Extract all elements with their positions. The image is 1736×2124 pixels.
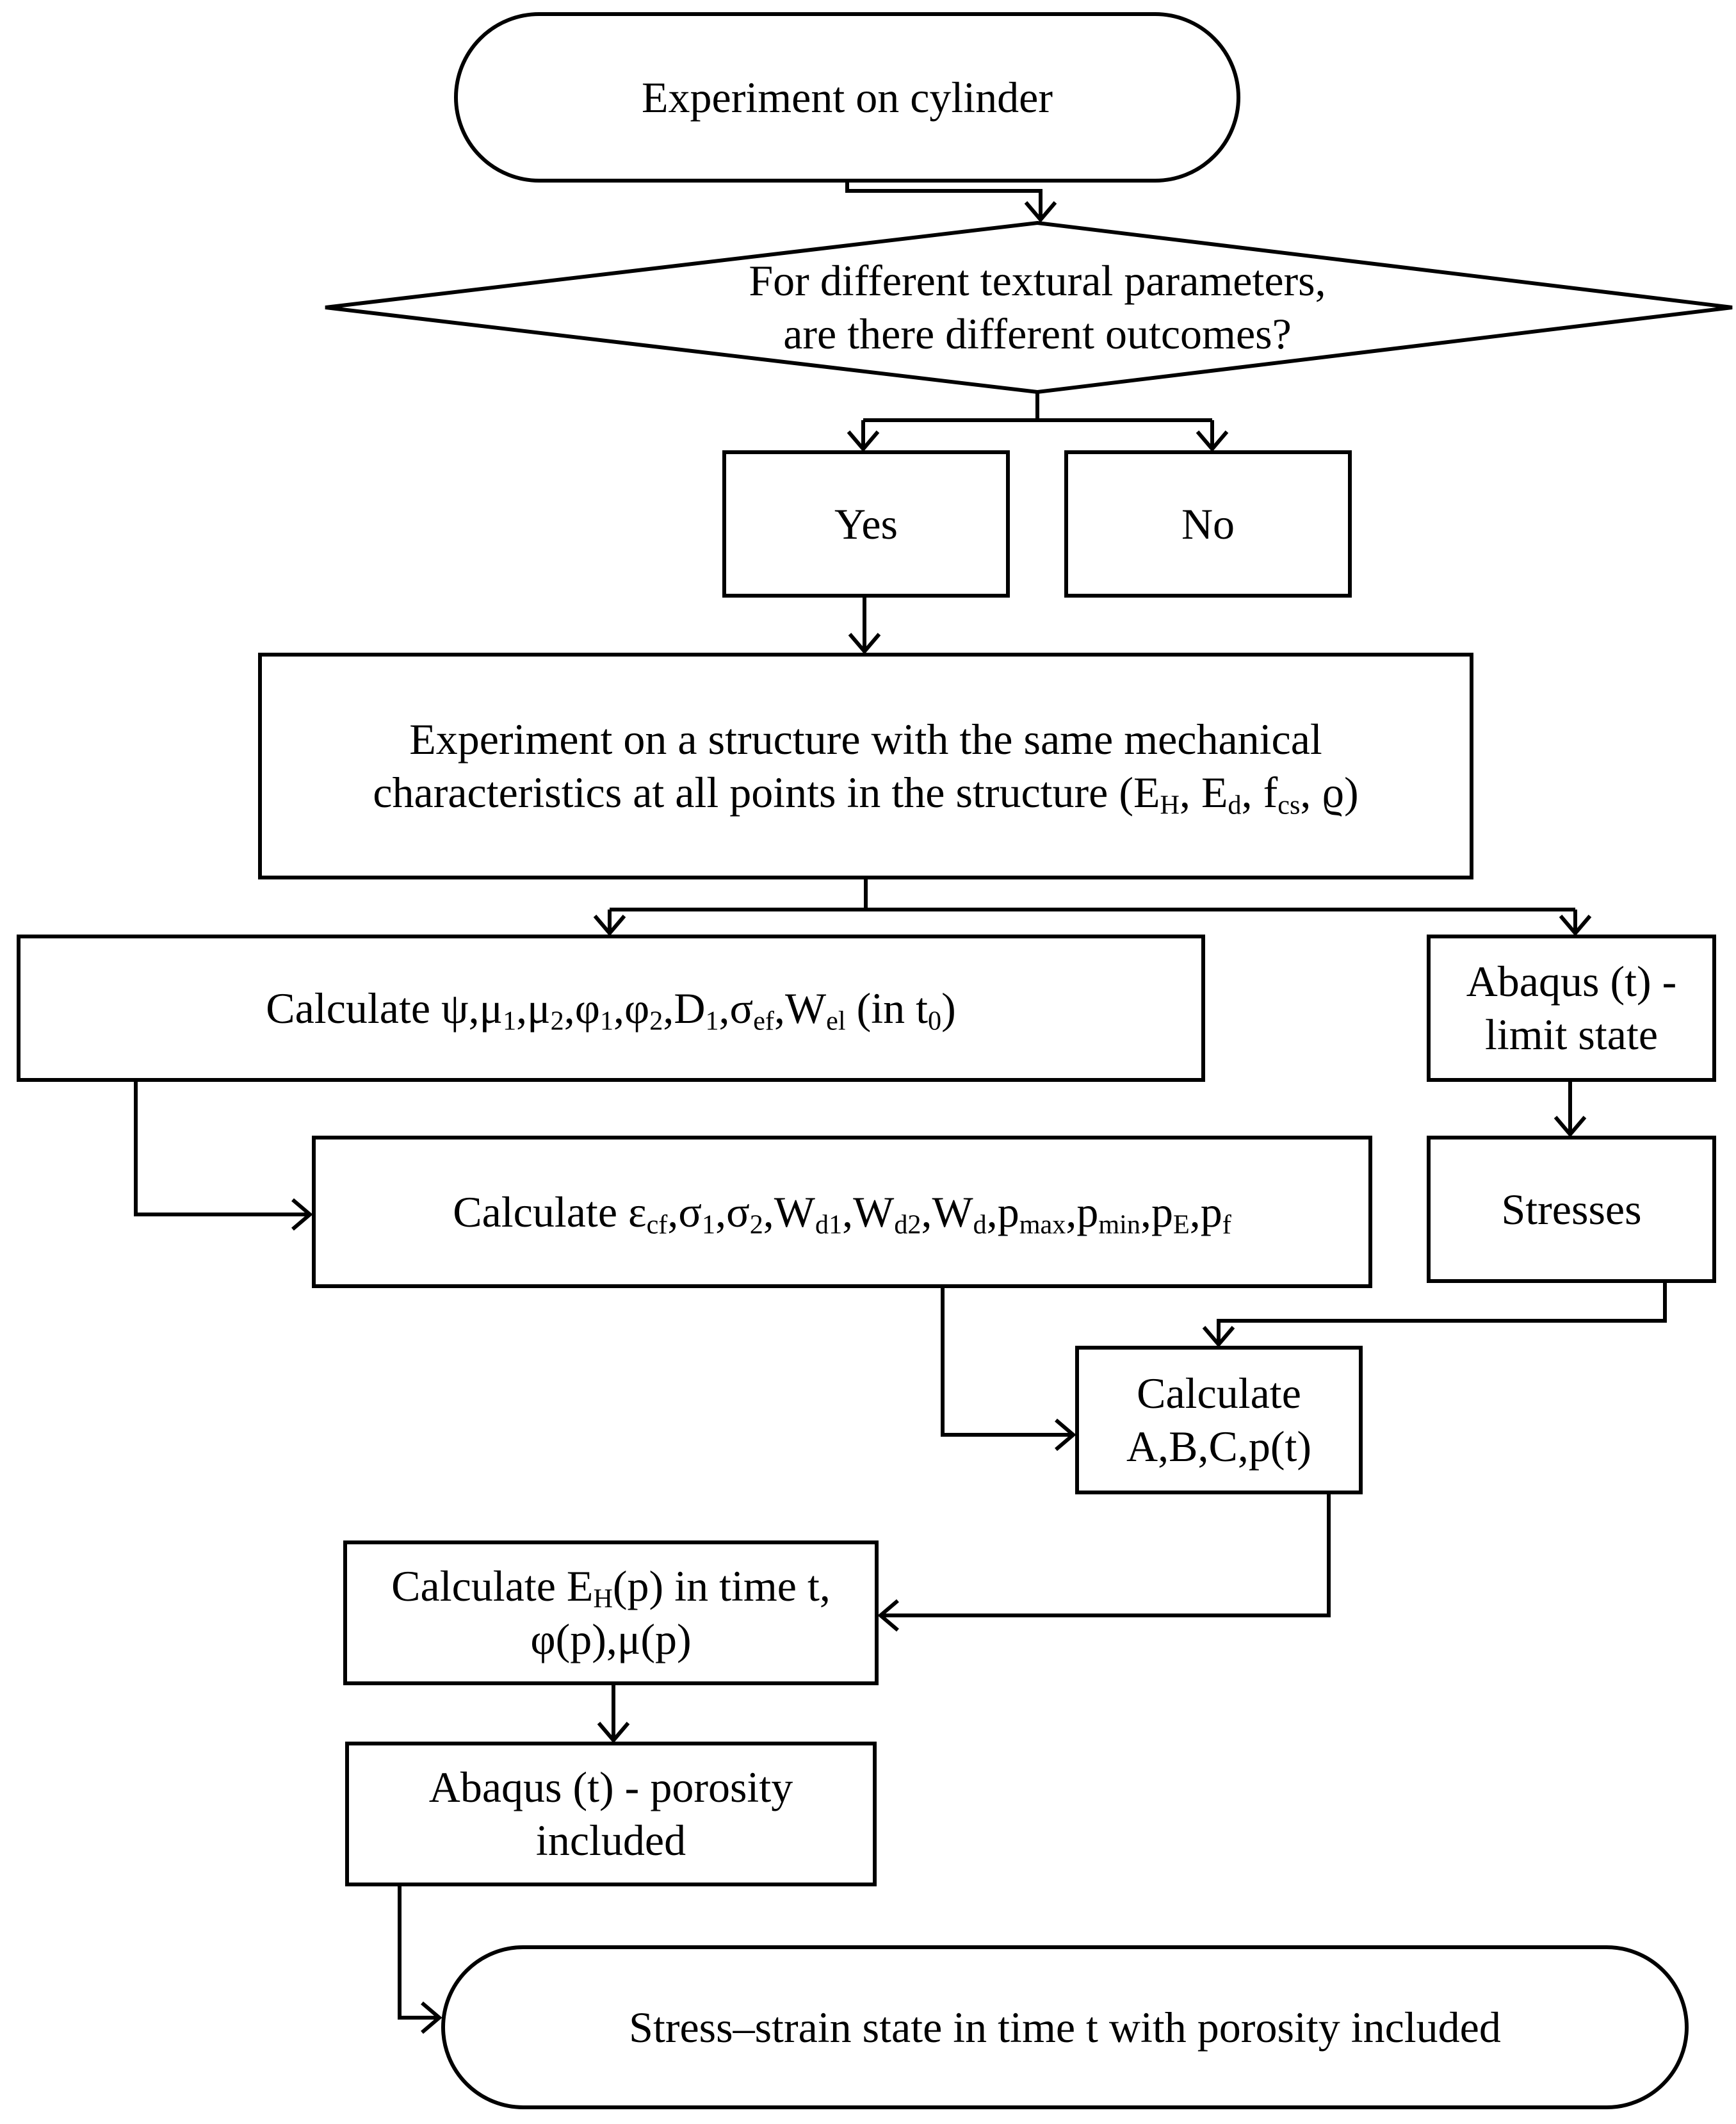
calc-abc-box-shape xyxy=(1075,1346,1363,1494)
arrowhead-abaqus-porosity-to-end xyxy=(421,2001,442,2034)
calc-eh-box-shape xyxy=(343,1540,879,1685)
structure-box: Experiment on a structure with the same … xyxy=(260,655,1472,878)
end-terminal-shape xyxy=(441,1945,1689,2109)
stresses-box-shape xyxy=(1427,1136,1716,1283)
decision-label-line1: For different textural parameters, xyxy=(749,256,1326,306)
yes-label: Yes xyxy=(834,499,898,548)
stresses-label: Stresses xyxy=(1501,1184,1642,1234)
calc-psi-label: Calculate ψ,μ1,μ2,φ1,φ2,D1,σef,Wel (in t… xyxy=(266,983,956,1036)
arrowhead-structure-to-calc-psi xyxy=(593,915,626,936)
abaqus-porosity-box-shape xyxy=(345,1742,877,1886)
start-label: Experiment on cylinder xyxy=(641,72,1053,122)
calc-eps-box: Calculate εcf,σ1,σ2,Wd1,Wd2,Wd,pmax,pmin… xyxy=(314,1138,1370,1286)
arrowhead-calc-psi-to-calc-eps xyxy=(291,1198,313,1231)
edge-calc-psi-to-calc-eps xyxy=(134,1080,310,1216)
end-terminal: Stress–strain state in time t with poros… xyxy=(443,1947,1687,2107)
stresses-box: Stresses xyxy=(1429,1138,1714,1281)
structure-label-line2: characteristics at all points in the str… xyxy=(373,768,1359,821)
abaqus-limit-box-shape xyxy=(1427,935,1716,1082)
calc-abc-label-line1: Calculate xyxy=(1137,1369,1301,1418)
arrowhead-decision-to-yes xyxy=(847,430,880,452)
calc-eps-label: Calculate εcf,σ1,σ2,Wd1,Wd2,Wd,pmax,pmin… xyxy=(453,1187,1231,1240)
arrowhead-start-to-decision xyxy=(1024,201,1057,223)
arrowhead-calc-abc-to-calc-eh xyxy=(877,1599,899,1632)
end-label: Stress–strain state in time t with poros… xyxy=(629,2002,1501,2052)
start-terminal: Experiment on cylinder xyxy=(456,14,1238,181)
calc-eh-box: Calculate EH(p) in time t, φ(p),μ(p) xyxy=(345,1542,877,1683)
yes-box: Yes xyxy=(724,452,1008,596)
abaqus-porosity-label-line2: included xyxy=(535,1816,686,1865)
yes-box-shape xyxy=(722,450,1010,598)
calc-eh-label-line1: Calculate EH(p) in time t, xyxy=(391,1562,831,1614)
arrowhead-calc-eps-to-calc-abc xyxy=(1055,1418,1076,1451)
edge-abaqus-porosity-to-end xyxy=(398,1884,439,2020)
edge-structure-split xyxy=(608,878,1577,933)
edge-stresses-to-calc-abc xyxy=(1217,1281,1667,1344)
structure-label-line1: Experiment on a structure with the same … xyxy=(409,715,1322,764)
abaqus-limit-box: Abaqus (t) - limit state xyxy=(1429,936,1714,1080)
calc-abc-label-line2: A,B,C,p(t) xyxy=(1126,1422,1311,1471)
calc-psi-box-shape xyxy=(17,935,1205,1082)
abaqus-limit-label-line1: Abaqus (t) - xyxy=(1466,957,1677,1006)
structure-box-shape xyxy=(258,653,1473,879)
arrowhead-stresses-to-calc-abc xyxy=(1202,1326,1235,1348)
edge-calc-abc-to-calc-eh xyxy=(880,1492,1331,1617)
no-box: No xyxy=(1066,452,1350,596)
arrowhead-decision-to-no xyxy=(1196,430,1229,452)
calc-eps-box-shape xyxy=(312,1136,1372,1288)
decision-node: For different textural parameters, are t… xyxy=(487,243,1588,372)
calc-abc-box: Calculate A,B,C,p(t) xyxy=(1077,1348,1361,1492)
arrowhead-abaqus-limit-to-stresses xyxy=(1553,1116,1587,1138)
calc-eh-label-line2: φ(p),μ(p) xyxy=(530,1615,692,1663)
calc-psi-box: Calculate ψ,μ1,μ2,φ1,φ2,D1,σef,Wel (in t… xyxy=(19,936,1203,1080)
edge-start-to-decision xyxy=(845,181,1042,220)
no-label: No xyxy=(1181,499,1235,548)
no-box-shape xyxy=(1064,450,1352,598)
edge-calc-eps-to-calc-abc xyxy=(941,1286,1073,1437)
abaqus-porosity-label-line1: Abaqus (t) - porosity xyxy=(428,1763,793,1812)
decision-label-line2: are there different outcomes? xyxy=(783,309,1292,358)
arrowhead-yes-to-structure xyxy=(848,633,881,655)
abaqus-limit-label-line2: limit state xyxy=(1484,1010,1659,1059)
abaqus-porosity-box: Abaqus (t) - porosity included xyxy=(347,1744,875,1884)
arrowhead-structure-to-abaqus-limit xyxy=(1559,915,1592,936)
arrowhead-calc-eh-to-abaqus-porosity xyxy=(597,1722,630,1744)
edge-decision-to-branches xyxy=(861,392,1214,449)
